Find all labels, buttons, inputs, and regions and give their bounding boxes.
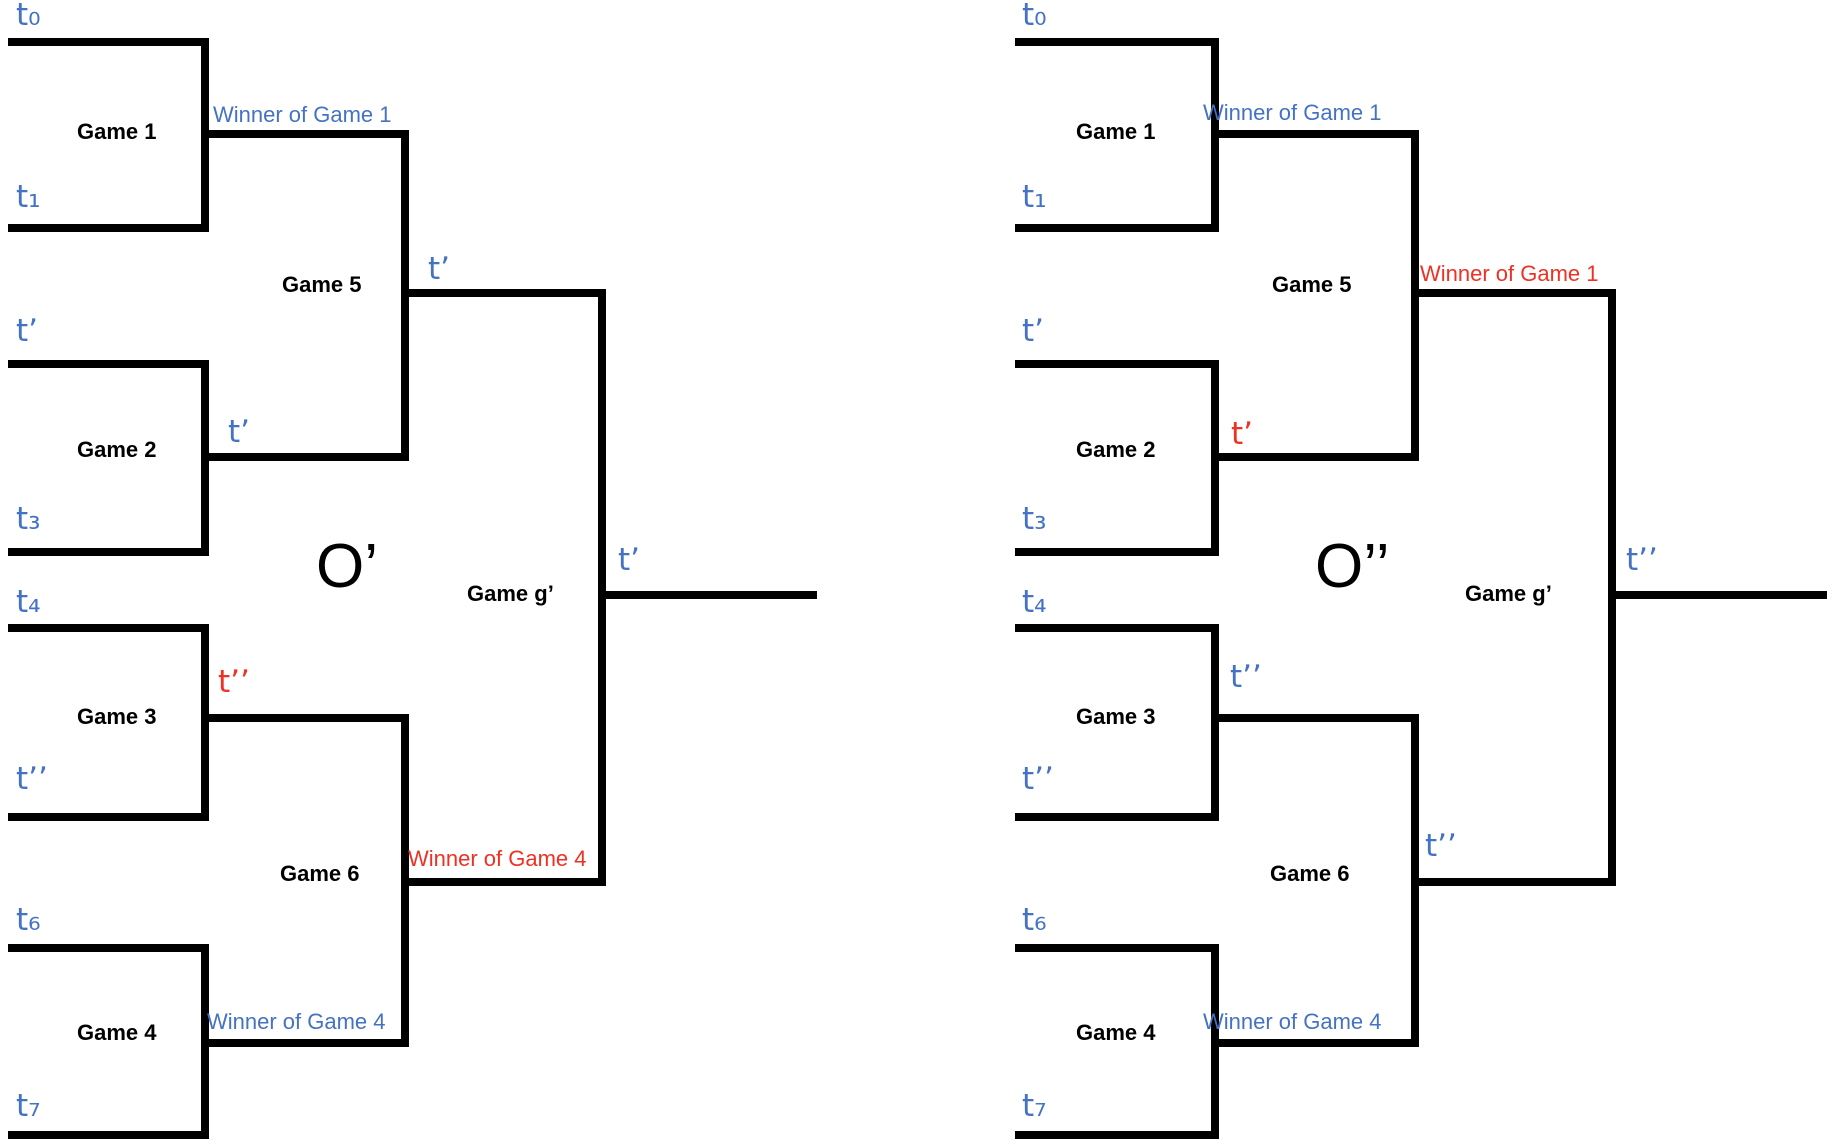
game1-label: Game 1 <box>77 119 157 144</box>
game3-winner-label: t’’ <box>1230 659 1262 695</box>
game2-winner-label: t’ <box>228 414 251 450</box>
team-label-t4: t₄ <box>16 584 41 620</box>
team-label-t1: t₁ <box>16 179 41 215</box>
final-game-label: Game g’ <box>1465 581 1552 606</box>
bracket-right-lines <box>1015 38 1827 1139</box>
team-label-t6: t₆ <box>16 902 41 938</box>
game4-winner-label: Winner of Game 4 <box>207 1009 386 1034</box>
game2-label: Game 2 <box>1076 437 1156 462</box>
team-label-t6: t₆ <box>1022 902 1047 938</box>
game6-winner-label: Winner of Game 4 <box>408 846 587 871</box>
game5-label: Game 5 <box>282 272 362 297</box>
game3-winner-label: t’’ <box>218 664 250 700</box>
team-label-t3: t₃ <box>16 501 41 537</box>
team-label-t-dblprime: t’’ <box>1022 761 1054 797</box>
game6-label: Game 6 <box>1270 861 1350 886</box>
game1-winner-label: Winner of Game 1 <box>1203 100 1382 125</box>
game4-label: Game 4 <box>1076 1020 1156 1045</box>
game3-label: Game 3 <box>77 704 157 729</box>
bracket-left-lines <box>8 38 817 1139</box>
bracket-title-o-double-prime: O’’ <box>1315 532 1390 601</box>
game2-label: Game 2 <box>77 437 157 462</box>
game1-label: Game 1 <box>1076 119 1156 144</box>
final-winner-label: t’’ <box>1626 542 1658 578</box>
game4-winner-label: Winner of Game 4 <box>1203 1009 1382 1034</box>
team-label-t-prime: t’ <box>1022 313 1045 349</box>
team-label-t0: t₀ <box>16 0 41 33</box>
final-game-label: Game g’ <box>467 581 554 606</box>
team-label-t-prime: t’ <box>16 313 39 349</box>
team-label-t-dblprime: t’’ <box>16 761 48 797</box>
team-label-t4: t₄ <box>1022 584 1047 620</box>
team-label-t7: t₇ <box>1022 1088 1047 1124</box>
bracket-title-o-prime: O’ <box>316 532 378 601</box>
game5-label: Game 5 <box>1272 272 1352 297</box>
team-label-t7: t₇ <box>16 1088 41 1124</box>
team-label-t3: t₃ <box>1022 501 1047 537</box>
game5-winner-label: t’ <box>428 251 451 287</box>
game6-label: Game 6 <box>280 861 360 886</box>
game5-winner-label: Winner of Game 1 <box>1420 261 1599 286</box>
team-label-t0: t₀ <box>1022 0 1047 33</box>
final-winner-label: t’ <box>618 542 641 578</box>
game4-label: Game 4 <box>77 1020 157 1045</box>
game2-winner-label: t’ <box>1231 416 1254 452</box>
team-label-t1: t₁ <box>1022 179 1047 215</box>
game3-label: Game 3 <box>1076 704 1156 729</box>
game6-winner-label: t’’ <box>1425 828 1457 864</box>
game1-winner-label: Winner of Game 1 <box>213 102 392 127</box>
